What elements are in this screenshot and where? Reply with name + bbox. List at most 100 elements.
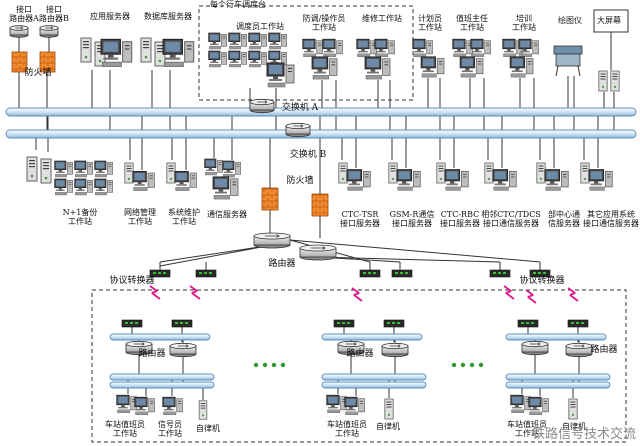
ctc-rbc-server-icon [436, 162, 446, 184]
link-line [159, 244, 273, 263]
station-3-duty-ws [510, 394, 531, 414]
converter-led [342, 322, 345, 324]
converter-led [209, 272, 212, 274]
big-screen-server-icon [610, 70, 620, 92]
dispatcher-monitor [228, 50, 248, 68]
other-app-server-icon [580, 162, 590, 184]
converter-led [498, 272, 501, 274]
protocol-converter-icon [489, 269, 511, 278]
defense-operator-label: 防调/操作员 工作站 [302, 14, 346, 32]
station-2-duty-ws [344, 396, 365, 416]
station-2-bus-low [321, 381, 427, 389]
adjacent-console [492, 169, 517, 191]
operator-console [311, 56, 338, 80]
bureau-label: 部中心通 信服务器 [548, 210, 580, 228]
router-arrow [15, 26, 24, 30]
other-app-console [588, 169, 613, 191]
training-monitor [518, 38, 539, 58]
dispatcher-label: 调度员工作站 [236, 22, 284, 31]
protocol-converter-icon [391, 269, 413, 278]
backup-monitor [74, 178, 94, 196]
converter-led [163, 272, 166, 274]
router-b-label: 接口 路由器B [39, 5, 69, 23]
db-server-icon [140, 37, 152, 63]
sys-maint-label: 系统维护 工作站 [168, 208, 200, 226]
firewall-mid-label: 防火墙 [286, 176, 314, 186]
switch-b-icon [285, 122, 311, 138]
station-3-bus-mid [505, 373, 611, 381]
comm-monitor [204, 158, 224, 176]
converter-led [387, 322, 390, 324]
backup-monitor [94, 178, 114, 196]
station-2-converter-b [383, 319, 405, 328]
wireless-link-right-2 [525, 289, 537, 304]
converter-led [405, 272, 408, 274]
converter-led [543, 272, 546, 274]
big-screen-label: 大屏幕 [597, 16, 621, 25]
converter-led [373, 272, 376, 274]
station-2-router-2 [381, 342, 409, 358]
firewall-top-label: 防火墙 [24, 68, 52, 78]
station-1-bus-low [109, 381, 215, 389]
operator-monitor [302, 38, 323, 58]
converter-led [493, 272, 496, 274]
ctc-tsr-server-icon [338, 162, 348, 184]
ctc-rbc-label: CTC-RBC 接口服务器 [440, 210, 480, 228]
protocol-converter-icon [359, 269, 381, 278]
station-1-bus-mid [109, 373, 215, 381]
dispatcher-monitor [208, 32, 228, 50]
firewall-mid-left [261, 187, 279, 211]
backup-monitor [94, 160, 114, 178]
planner-label: 计划员 工作站 [418, 14, 442, 32]
station-3-bus-low [505, 381, 611, 389]
router-s2-label: 路由器 [346, 349, 374, 359]
backup-monitor [54, 160, 74, 178]
converter-led [533, 272, 536, 274]
station-2-duty-ws [326, 394, 347, 414]
station-2-router-1 [337, 340, 365, 356]
plotter-leg [577, 65, 581, 77]
dispatcher-monitor [248, 32, 268, 50]
protocol-right-label: 协议转换器 [519, 276, 565, 286]
interface-router-b-icon [39, 25, 59, 38]
plotter-icon [553, 45, 583, 77]
station-1-autolock-icon [198, 400, 208, 420]
app-server-icon [80, 37, 92, 63]
link-line [159, 244, 273, 267]
planner-monitor [412, 38, 433, 58]
lan-a-bus [5, 107, 637, 117]
protocol-converter-icon [149, 269, 171, 278]
plotter-head [553, 45, 583, 55]
router-arrow [177, 344, 189, 348]
backup-monitor [54, 178, 74, 196]
converter-led [397, 322, 400, 324]
autolock-1-label: 自律机 [196, 424, 220, 433]
netmgmt-console [132, 170, 155, 192]
station-1-signal-ws [162, 396, 183, 416]
comm-console [212, 176, 239, 200]
firewall-top-left [11, 51, 28, 73]
adjacent-label: 相邻CTC/TDCS 接口通信服务器 [481, 210, 541, 228]
station-3-bus-upper [505, 333, 607, 341]
app-server-label: 应用服务器 [90, 12, 130, 21]
station-2-converter-a [333, 319, 355, 328]
router-arrow [257, 100, 268, 104]
big-screen-server-icon [598, 70, 608, 92]
station-duty-2-label: 车站值班员 工作站 [327, 420, 367, 438]
converter-led [571, 322, 574, 324]
router-arrow [529, 342, 541, 346]
interface-router-a-icon [9, 25, 29, 38]
converter-led [130, 322, 133, 324]
signal-1-label: 信号员 工作站 [158, 420, 182, 438]
maintenance-console [364, 56, 391, 80]
converter-led [363, 272, 366, 274]
converter-led [125, 322, 128, 324]
converter-led [185, 322, 188, 324]
station-2-bus-mid [321, 373, 427, 381]
converter-led [199, 272, 202, 274]
station-duty-3-label: 车站值班员 工作站 [507, 420, 547, 438]
converter-led [175, 322, 178, 324]
converter-led [400, 272, 403, 274]
